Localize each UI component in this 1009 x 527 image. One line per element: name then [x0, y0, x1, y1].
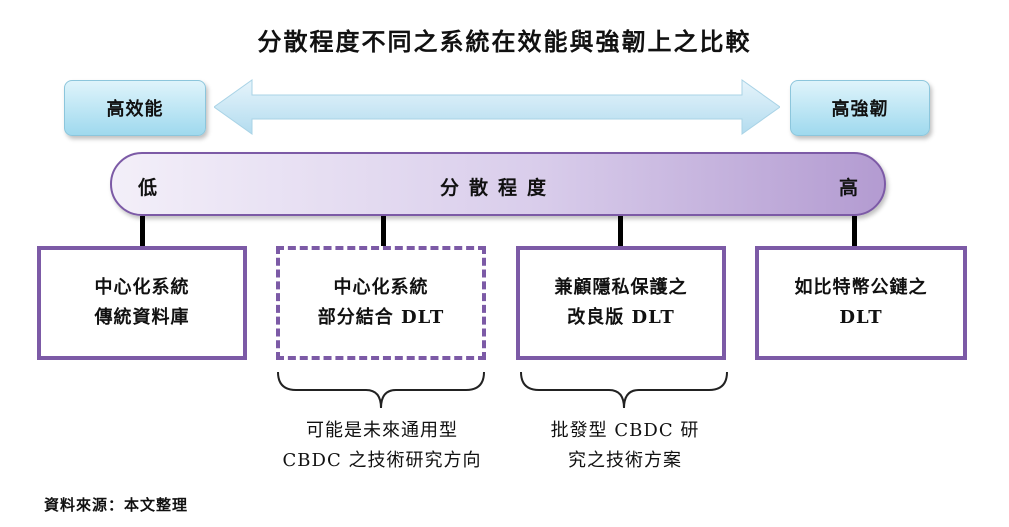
box-line: 傳統資料庫	[94, 307, 190, 328]
box-centralized-partial-dlt: 中心化系統 部分結合 DLT	[276, 246, 486, 360]
box-line: 中心化系統	[94, 277, 190, 298]
high-resilience-label: 高強韌	[790, 80, 930, 136]
connector-tick	[381, 216, 386, 246]
source-note: 資料來源：本文整理	[44, 496, 189, 514]
note-wholesale-cbdc: 批發型 CBDC 研 究之技術方案	[520, 416, 730, 476]
box-line: 中心化系統	[333, 277, 429, 298]
note-line: 可能是未來通用型	[306, 420, 458, 441]
connector-tick	[852, 216, 857, 246]
box-line: 改良版 DLT	[567, 307, 675, 328]
scale-high-label: 高	[838, 177, 858, 199]
connector-tick	[618, 216, 623, 246]
note-line: 批發型 CBDC 研	[550, 420, 700, 441]
curly-brace-icon	[520, 371, 728, 409]
box-line: 部分結合 DLT	[317, 307, 445, 328]
diagram-title: 分散程度不同之系統在效能與強韌上之比較	[257, 27, 752, 56]
box-centralized-database: 中心化系統 傳統資料庫	[37, 246, 247, 360]
box-public-chain-dlt: 如比特幣公鏈之 DLT	[755, 246, 967, 360]
curly-brace-icon	[277, 371, 485, 409]
box-line: DLT	[839, 307, 883, 328]
decentralization-scale-bar: 低 分散程度 高	[110, 152, 886, 216]
connector-tick	[140, 216, 145, 246]
note-general-cbdc: 可能是未來通用型 CBDC 之技術研究方向	[244, 416, 520, 476]
box-line: 如比特幣公鏈之	[794, 277, 928, 298]
note-line: 究之技術方案	[568, 450, 682, 471]
note-line: CBDC 之技術研究方向	[282, 450, 482, 471]
scale-low-label: 低	[138, 177, 158, 199]
scale-title-label: 分散程度	[439, 177, 556, 199]
high-efficiency-label: 高效能	[64, 80, 206, 136]
double-arrow-icon	[214, 79, 780, 135]
box-privacy-improved-dlt: 兼顧隱私保護之 改良版 DLT	[516, 246, 726, 360]
box-line: 兼顧隱私保護之	[554, 277, 688, 298]
